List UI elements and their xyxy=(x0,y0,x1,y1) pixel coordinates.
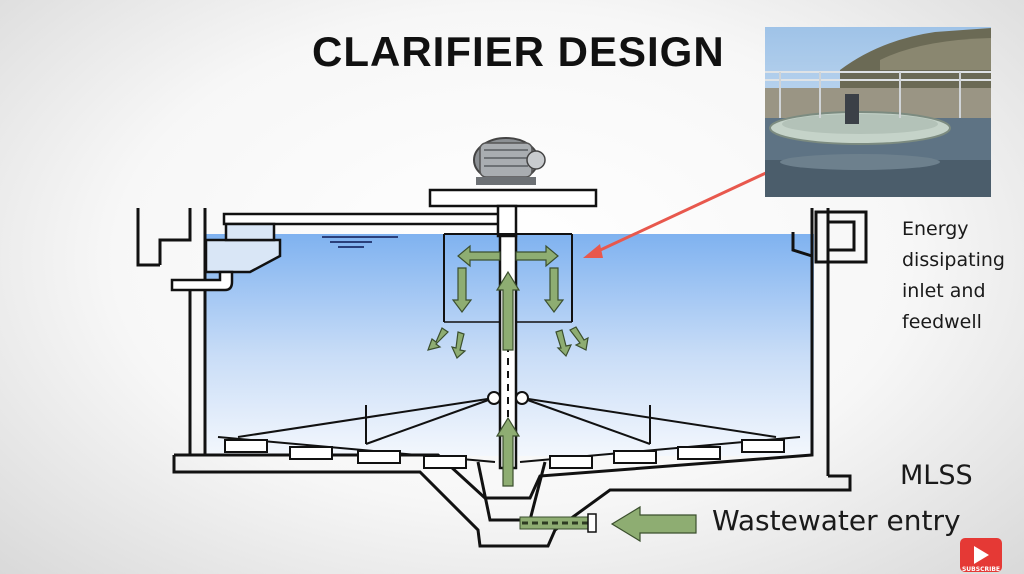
page-title: CLARIFIER DESIGN xyxy=(312,28,725,75)
bridge-and-motor xyxy=(428,188,598,238)
water-level-symbol xyxy=(322,236,398,248)
mlss-label: MLSS xyxy=(900,460,973,491)
play-icon xyxy=(974,546,989,564)
scraper-blades xyxy=(217,436,801,469)
clarifier-photo xyxy=(765,27,991,197)
pointer-arrow xyxy=(583,170,769,258)
subscribe-label: SUBSCRIBE xyxy=(961,566,1000,573)
effluent-weir xyxy=(791,232,813,258)
feedwell-callout: Energy dissipating inlet and feedwell xyxy=(902,218,1005,333)
scraper-arms xyxy=(237,391,777,445)
inlet-pipe xyxy=(519,513,597,533)
wastewater-entry-label: Wastewater entry xyxy=(712,504,961,537)
flow-arrows xyxy=(427,244,697,543)
subscribe-button[interactable]: SUBSCRIBE xyxy=(960,538,1002,573)
motor-icon xyxy=(473,137,546,185)
